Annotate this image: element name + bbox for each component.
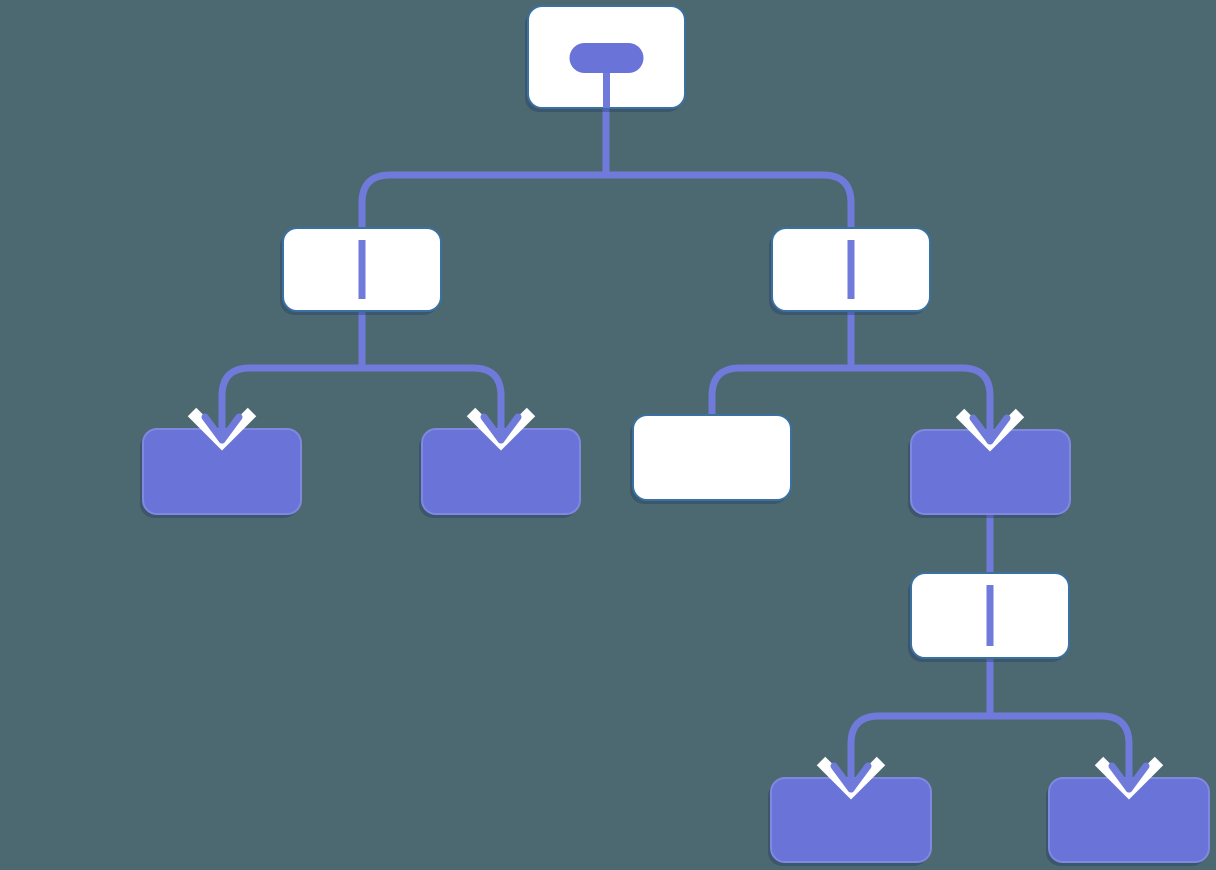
decoration-layer [187, 43, 1164, 800]
connector-edge-splitter-bottom-to-leaf-d [986, 658, 1133, 752]
arrowhead-icon [480, 413, 522, 444]
splitter-pass-through-line [847, 240, 855, 299]
splitter-pass-through-line [358, 240, 366, 299]
blank-card-node-body[interactable] [632, 414, 792, 501]
arrow-chevron-icon-leaf-a [187, 391, 257, 451]
connector-edge-branch-right-to-card-blank [708, 311, 855, 415]
connector-edge-splitter-bottom-to-leaf-c [847, 658, 994, 752]
arrowhead-icon [969, 414, 1011, 445]
connector-edge-branch-left-to-leaf-a [218, 311, 366, 403]
connector-edge-branch-right-to-block-parent [847, 311, 994, 404]
arrow-chevron-icon-leaf-c [816, 740, 886, 800]
root-pill-icon [569, 43, 644, 73]
splitter-pass-through-line [986, 585, 994, 646]
arrowhead-icon [830, 762, 872, 793]
connector-edge-root-to-branch-right [602, 108, 855, 228]
arrowhead-icon [201, 413, 243, 444]
connector-edge-root-to-branch-left [358, 108, 610, 228]
connector-layer [218, 108, 1133, 752]
arrow-chevron-icon-leaf-b [466, 391, 536, 451]
connector-edge-branch-left-to-leaf-b [358, 311, 505, 403]
blank-card-node[interactable] [632, 414, 792, 501]
arrowhead-icon [1108, 762, 1150, 793]
arrow-chevron-icon-block-parent [955, 392, 1025, 452]
node-layer [142, 5, 1210, 863]
arrow-chevron-icon-leaf-d [1094, 740, 1164, 800]
root-pill-stem [603, 58, 610, 108]
